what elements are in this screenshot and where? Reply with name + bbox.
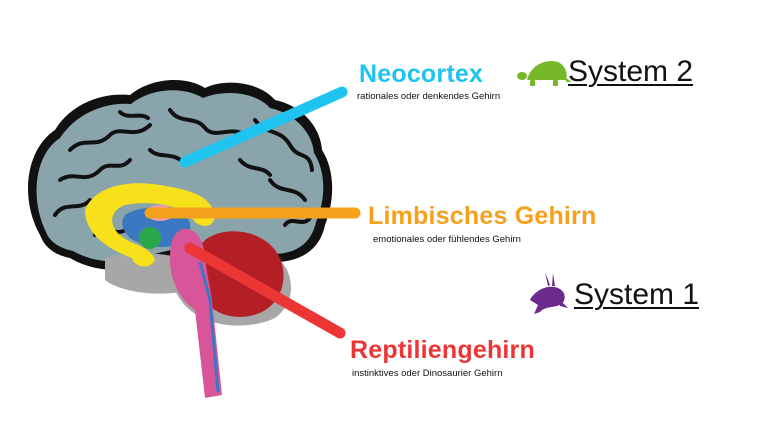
limbic-title: Limbisches Gehirn [368, 202, 597, 230]
limbic-subtitle: emotionales oder fühlendes Gehirn [373, 234, 521, 245]
system2-label: System 2 [568, 55, 694, 88]
spinal-canal [198, 261, 220, 393]
turtle-icon [517, 60, 572, 86]
brainstem [170, 229, 222, 398]
corpus-callosum [85, 183, 215, 267]
rabbit-icon [530, 272, 568, 314]
reptilian-title: Reptiliengehirn [350, 336, 535, 364]
neocortex-pointer [179, 86, 348, 168]
neocortex-subtitle: rationales oder denkendes Gehirn [357, 91, 501, 102]
system1-label: System 1 [574, 278, 700, 311]
lower-grey [105, 253, 190, 294]
reptilian-pointer [184, 242, 346, 339]
neocortex-title: Neocortex [359, 60, 484, 88]
reptilian-subtitle: instinktives oder Dinosaurier Gehirn [352, 368, 503, 379]
hippocampus [139, 227, 161, 249]
